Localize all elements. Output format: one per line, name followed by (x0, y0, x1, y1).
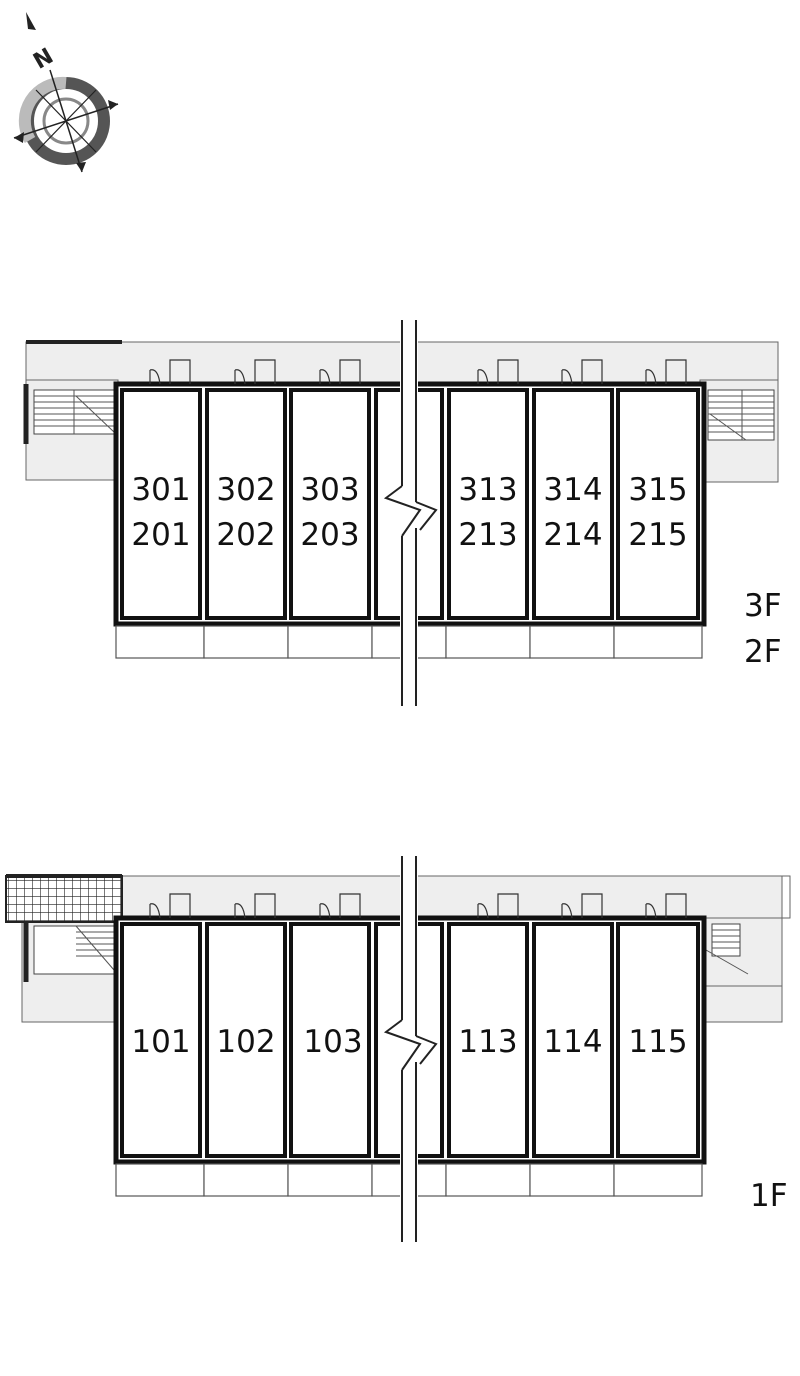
lower-left-stair-icon (33, 925, 115, 975)
bicycle-parking-grid-icon (5, 875, 123, 923)
north-arrow-icon: N (26, 12, 58, 75)
unit-label: 103 (303, 1024, 362, 1060)
lower-balconies (115, 1163, 703, 1197)
unit-label: 101 (131, 1024, 190, 1060)
unit-label: 201 (131, 517, 190, 553)
unit-label: 213 (458, 517, 517, 553)
lower-door-swing-icons (149, 893, 687, 919)
unit-label: 214 (543, 517, 602, 553)
unit-label: 115 (628, 1024, 687, 1060)
unit-label: 314 (543, 472, 602, 508)
floor-label: 3F (744, 588, 782, 624)
floor-label: 2F (744, 634, 782, 670)
lower-floor-plan: 101 102 103 113 114 115 1F (5, 856, 791, 1242)
lower-right-stair-icon (705, 923, 749, 975)
compass-rose-icon (13, 69, 119, 173)
unit-label: 102 (216, 1024, 275, 1060)
upper-door-swing-icons (149, 359, 687, 385)
unit-label: 215 (628, 517, 687, 553)
unit-label: 114 (543, 1024, 602, 1060)
upper-balconies (115, 625, 703, 659)
unit-label: 301 (131, 472, 190, 508)
unit-label: 313 (458, 472, 517, 508)
unit-label: 302 (216, 472, 275, 508)
unit-label: 303 (300, 472, 359, 508)
upper-left-stair-icon (33, 389, 115, 435)
unit-label: 203 (300, 517, 359, 553)
lower-unit-labels: 101 102 103 113 114 115 (131, 1024, 687, 1060)
upper-floor-plan: 301 201 302 202 303 203 313 213 314 214 … (23, 320, 782, 706)
unit-label: 202 (216, 517, 275, 553)
upper-break-line (383, 320, 438, 706)
lower-break-line (383, 856, 438, 1242)
floor-label: 1F (750, 1178, 788, 1214)
upper-right-stair-icon (707, 389, 775, 441)
compass-north-label: N (29, 44, 57, 75)
unit-label: 315 (628, 472, 687, 508)
upper-unit-labels: 301 201 302 202 303 203 313 213 314 214 … (131, 472, 687, 553)
unit-label: 113 (458, 1024, 517, 1060)
